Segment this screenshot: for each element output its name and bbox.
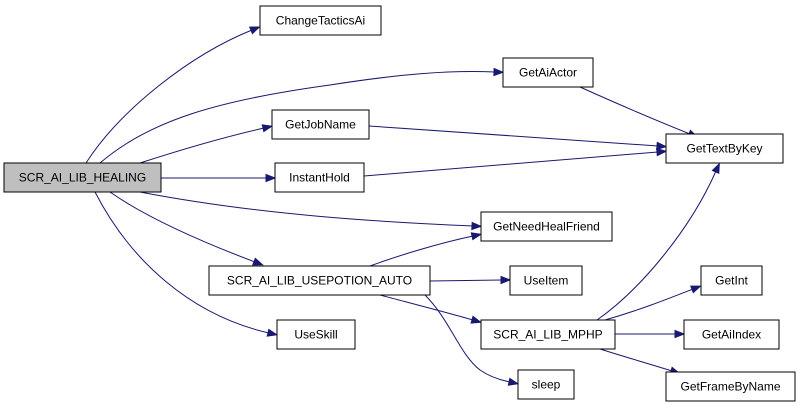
arrowhead bbox=[248, 26, 261, 35]
node-usepotion[interactable]: SCR_AI_LIB_USEPOTION_AUTO bbox=[208, 265, 431, 296]
node-mphp[interactable]: SCR_AI_LIB_MPHP bbox=[480, 319, 616, 350]
node-label: SCR_AI_LIB_USEPOTION_AUTO bbox=[227, 274, 412, 288]
node-label: SCR_AI_LIB_HEALING bbox=[19, 171, 146, 185]
node-actor[interactable]: GetAiActor bbox=[502, 57, 594, 88]
node-box bbox=[274, 162, 365, 193]
node-needheal[interactable]: GetNeedHealFriend bbox=[480, 211, 613, 242]
node-box bbox=[683, 319, 780, 350]
node-box bbox=[665, 133, 784, 164]
node-framebyname[interactable]: GetFrameByName bbox=[665, 371, 796, 402]
node-label: UseItem bbox=[524, 274, 569, 288]
node-box bbox=[480, 211, 613, 242]
arrowhead bbox=[656, 147, 668, 157]
node-aiindex[interactable]: GetAiIndex bbox=[683, 319, 780, 350]
node-healing[interactable]: SCR_AI_LIB_HEALING bbox=[3, 162, 162, 193]
node-label: SCR_AI_LIB_MPHP bbox=[493, 328, 602, 342]
node-getint[interactable]: GetInt bbox=[700, 265, 763, 296]
node-label: GetAiActor bbox=[519, 66, 577, 80]
node-job[interactable]: GetJobName bbox=[271, 109, 370, 140]
node-box bbox=[271, 109, 370, 140]
node-box bbox=[276, 319, 356, 350]
arrowhead bbox=[470, 315, 483, 324]
edges bbox=[85, 26, 720, 386]
edge-job-to-textkey bbox=[368, 125, 668, 151]
node-label: GetNeedHealFriend bbox=[493, 220, 600, 234]
edge-healing-to-needheal bbox=[139, 191, 483, 231]
edge-usepotion-to-needheal bbox=[369, 232, 483, 267]
edge-healing-to-useskill bbox=[94, 191, 279, 337]
arrowhead bbox=[674, 329, 686, 339]
edge-healing-to-actor bbox=[99, 67, 505, 164]
node-label: UseSkill bbox=[294, 328, 337, 342]
node-box bbox=[3, 162, 162, 193]
arrowhead bbox=[266, 328, 279, 337]
edge-healing-to-hold bbox=[161, 173, 277, 183]
arrowhead bbox=[265, 173, 277, 183]
edge-mphp-to-framebyname bbox=[599, 348, 681, 375]
node-box bbox=[208, 265, 431, 296]
edge-mphp-to-aiindex bbox=[615, 329, 686, 339]
edge-healing-to-change bbox=[85, 26, 261, 164]
edge-hold-to-textkey bbox=[363, 147, 668, 177]
arrowhead bbox=[690, 285, 702, 294]
nodes: SCR_AI_LIB_HEALING ChangeTacticsAiGetAiAc… bbox=[3, 5, 796, 402]
node-box bbox=[502, 57, 594, 88]
edge-mphp-to-getint bbox=[604, 285, 702, 321]
node-label: ChangeTacticsAi bbox=[276, 14, 365, 28]
arrowhead bbox=[711, 162, 720, 175]
node-label: GetTextByKey bbox=[686, 142, 762, 156]
arrowhead bbox=[656, 141, 668, 151]
node-label: GetFrameByName bbox=[680, 380, 780, 394]
node-hold[interactable]: InstantHold bbox=[274, 162, 365, 193]
node-box bbox=[517, 369, 575, 400]
node-box bbox=[480, 319, 616, 350]
arrowhead bbox=[493, 67, 505, 77]
edge-usepotion-to-sleep bbox=[424, 294, 520, 386]
node-useitem[interactable]: UseItem bbox=[509, 265, 583, 296]
node-useskill[interactable]: UseSkill bbox=[276, 319, 356, 350]
arrowhead bbox=[252, 257, 264, 266]
node-box bbox=[509, 265, 583, 296]
node-label: sleep bbox=[532, 378, 561, 392]
node-box bbox=[259, 5, 382, 36]
arrowhead bbox=[470, 232, 483, 241]
edge-healing-to-job bbox=[139, 124, 274, 164]
arrowhead bbox=[500, 275, 512, 285]
arrowhead bbox=[507, 377, 520, 386]
node-label: GetInt bbox=[715, 274, 748, 288]
node-box bbox=[665, 371, 796, 402]
edge-usepotion-to-useitem bbox=[429, 275, 512, 285]
edge-healing-to-usepotion bbox=[109, 191, 264, 266]
node-textkey[interactable]: GetTextByKey bbox=[665, 133, 784, 164]
arrowhead bbox=[261, 124, 274, 133]
edge-mphp-to-textkey bbox=[596, 162, 720, 321]
node-label: GetJobName bbox=[285, 118, 356, 132]
node-change[interactable]: ChangeTacticsAi bbox=[259, 5, 382, 36]
edge-usepotion-to-mphp bbox=[379, 294, 483, 324]
node-box bbox=[700, 265, 763, 296]
node-label: InstantHold bbox=[289, 171, 350, 185]
node-label: GetAiIndex bbox=[702, 328, 761, 342]
edge-actor-to-textkey bbox=[579, 86, 699, 138]
arrowhead bbox=[471, 221, 483, 231]
node-sleep[interactable]: sleep bbox=[517, 369, 575, 400]
